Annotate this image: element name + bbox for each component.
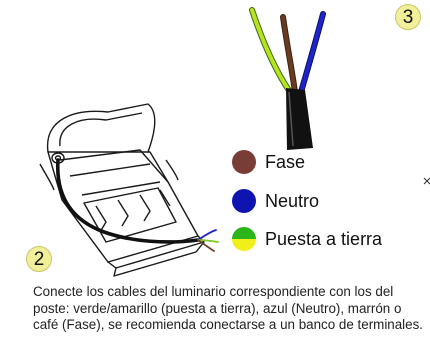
step-number: 3 — [402, 6, 414, 28]
cable-closeup-illustration — [249, 7, 326, 150]
luminaire-housing-illustration — [39, 103, 205, 277]
legend-item-neutro: Neutro — [232, 189, 319, 213]
luminaire-cable — [55, 158, 219, 252]
legend-item-puesta-a-tierra: Puesta a tierra — [232, 227, 382, 251]
green-yellow-dot-icon — [232, 227, 256, 251]
partial-mark — [423, 177, 430, 185]
legend-label: Neutro — [265, 190, 320, 211]
step-number-badge: 2 — [26, 246, 52, 272]
instruction-text: Conecte los cables del luminario corresp… — [33, 284, 424, 332]
step-number: 2 — [33, 248, 45, 270]
legend-label: Fase — [265, 151, 306, 172]
brown-dot-icon — [232, 150, 256, 174]
blue-dot-icon — [232, 189, 256, 213]
legend-label: Puesta a tierra — [265, 228, 383, 249]
step-number-badge: 3 — [395, 4, 421, 30]
legend-item-fase: Fase — [232, 150, 305, 174]
